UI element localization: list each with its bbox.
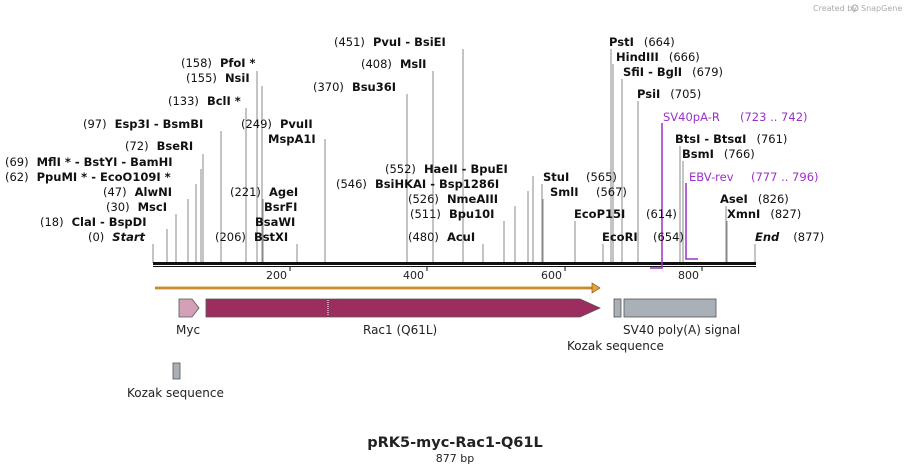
site-ecop15i-pos: (614) bbox=[646, 207, 677, 221]
site-asei[interactable]: AseI(826) bbox=[720, 192, 789, 206]
site-stui[interactable]: StuI bbox=[543, 170, 569, 184]
site-msli[interactable]: (408)MslI bbox=[361, 57, 426, 71]
feature-label-sv40: SV40 poly(A) signal bbox=[623, 323, 740, 337]
tick-marks bbox=[289, 266, 703, 271]
tick-label-200: 200 bbox=[266, 269, 287, 282]
tick-label-800: 800 bbox=[678, 269, 699, 282]
site-esp3i[interactable]: (97)Esp3I - BsmBI bbox=[83, 117, 203, 131]
feature-label-rac1: Rac1 (Q61L) bbox=[363, 323, 437, 337]
feature-kozak-box[interactable] bbox=[613, 298, 622, 318]
site-bcli[interactable]: (133)BclI * bbox=[168, 94, 241, 108]
site-bpu10i[interactable]: (511)Bpu10I bbox=[410, 207, 494, 221]
site-pvuii[interactable]: (249)PvuII bbox=[241, 117, 313, 131]
site-acui[interactable]: (480)AcuI bbox=[408, 230, 475, 244]
site-ppumi[interactable]: (62)PpuMI * - EcoO109I * bbox=[5, 170, 171, 184]
primer-label-ebv-rev: EBV-rev bbox=[689, 170, 734, 184]
site-psii[interactable]: PsiI(705) bbox=[637, 87, 701, 101]
primer-range-ebv-rev: (777 .. 796) bbox=[751, 170, 819, 184]
site-stui-pos: (565) bbox=[586, 170, 617, 184]
site-ecop15i[interactable]: EcoP15I bbox=[574, 207, 625, 221]
credit-brand: SnapGene bbox=[861, 4, 902, 13]
site-mspa1i[interactable]: MspA1I bbox=[268, 132, 316, 146]
snapgene-logo-icon bbox=[851, 4, 859, 12]
credit-text: Created by bbox=[813, 4, 857, 13]
site-bsihkai[interactable]: (546)BsiHKAI - Bsp1286I bbox=[336, 177, 499, 191]
site-alwni[interactable]: (47)AlwNI bbox=[103, 185, 172, 199]
site-bseri[interactable]: (72)BseRI bbox=[125, 139, 193, 153]
site-bsmi[interactable]: BsmI(766) bbox=[682, 147, 755, 161]
site-nmeaiii[interactable]: (526)NmeAIII bbox=[408, 192, 498, 206]
orf-arrowhead-icon bbox=[591, 282, 601, 294]
site-clai[interactable]: (18)ClaI - BspDI bbox=[40, 215, 146, 229]
site-xmni[interactable]: XmnI(827) bbox=[727, 207, 801, 221]
primer-range-sv40pa-r: (723 .. 742) bbox=[740, 110, 808, 124]
feature-sv40-polya-box[interactable] bbox=[623, 298, 717, 318]
site-bsu36i[interactable]: (370)Bsu36I bbox=[313, 80, 396, 94]
tick-label-600: 600 bbox=[541, 269, 562, 282]
site-ecori[interactable]: EcoRI bbox=[602, 230, 638, 244]
site-bsrfi[interactable]: BsrFI bbox=[264, 200, 297, 214]
site-leader-lines bbox=[152, 49, 756, 263]
primer-sv40pa-r-arrow bbox=[650, 123, 663, 269]
feature-rac1-arrow[interactable] bbox=[205, 298, 601, 318]
site-nsii[interactable]: (155)NsiI bbox=[186, 71, 250, 85]
site-mfli[interactable]: (69)MflI * - BstYI - BamHI bbox=[5, 155, 173, 169]
site-haeii[interactable]: (552)HaeII - BpuEI bbox=[385, 162, 508, 176]
map-title: pRK5-myc-Rac1-Q61L bbox=[367, 435, 542, 451]
site-ecori-pos: (654) bbox=[653, 230, 684, 244]
site-btsi[interactable]: BtsI - BtsαI(761) bbox=[675, 132, 787, 146]
backbone-line bbox=[153, 262, 756, 265]
primer-ebv-rev-arrow bbox=[685, 183, 698, 260]
backbone-line-lower bbox=[153, 266, 756, 267]
site-bsawi[interactable]: BsaWI bbox=[255, 215, 295, 229]
site-psti[interactable]: PstI(664) bbox=[609, 35, 675, 49]
site-agei[interactable]: (221)AgeI bbox=[230, 185, 298, 199]
feature-label-myc: Myc bbox=[176, 323, 200, 337]
site-pvui[interactable]: (451)PvuI - BsiEI bbox=[334, 35, 446, 49]
site-pfoi[interactable]: (158)PfoI * bbox=[181, 56, 256, 70]
site-smli-pos: (567) bbox=[596, 185, 627, 199]
site-bstxi[interactable]: (206)BstXI bbox=[215, 230, 288, 244]
site-msci[interactable]: (30)MscI bbox=[106, 200, 167, 214]
site-start[interactable]: (0)Start bbox=[88, 230, 146, 244]
feature-label-kozak-lower: Kozak sequence bbox=[127, 386, 224, 400]
site-labels: (0)Start (18)ClaI - BspDI (30)MscI (47)A… bbox=[5, 35, 824, 244]
feature-myc-arrow[interactable] bbox=[178, 298, 200, 318]
primer-label-sv40pa-r: SV40pA-R bbox=[663, 110, 720, 124]
site-sfii[interactable]: SfiI - BglI(679) bbox=[623, 65, 723, 79]
site-hindiii[interactable]: HindIII(666) bbox=[616, 50, 700, 64]
feature-label-kozak: Kozak sequence bbox=[567, 339, 664, 353]
tick-label-400: 400 bbox=[403, 269, 424, 282]
site-smli[interactable]: SmlI bbox=[550, 185, 579, 199]
map-length: 877 bp bbox=[436, 452, 474, 465]
site-end[interactable]: End(877) bbox=[755, 230, 824, 244]
feature-kozak-lower-box[interactable] bbox=[172, 362, 181, 380]
